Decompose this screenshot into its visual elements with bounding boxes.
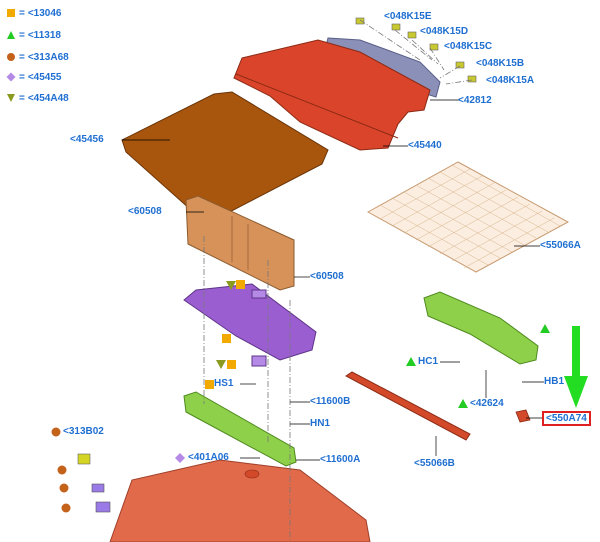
square-marker-icon [227, 360, 236, 369]
diamond-marker-icon [175, 453, 185, 463]
circle-marker-icon [51, 427, 61, 437]
parcel-shelf-part [233, 39, 431, 151]
callout-048k15e[interactable]: <048K15E [384, 11, 432, 22]
cargo-net-mesh [379, 164, 561, 269]
square-marker-icon [236, 280, 245, 289]
legend-row: = <13046 [6, 6, 62, 20]
cargo-net-part [366, 161, 570, 273]
callout-42812[interactable]: <42812 [458, 95, 492, 106]
legend-row: = <11318 [6, 28, 61, 42]
side-beam-part [423, 291, 539, 365]
alignment-lines [203, 19, 473, 540]
bracket-tab [251, 355, 267, 367]
legend-row: = <313A68 [6, 50, 69, 64]
legend-code: <454A48 [27, 92, 69, 104]
legend-code: <313A68 [27, 51, 69, 63]
callout-048k15d[interactable]: <048K15D [420, 26, 469, 37]
floor-pan-part [109, 459, 371, 542]
legend-equals: = [19, 92, 25, 104]
legend-code: <13046 [27, 7, 62, 19]
green-arrow-icon [564, 326, 588, 408]
parcel-shelf-edge [235, 73, 399, 139]
support-bracket-part [183, 283, 317, 361]
circle-marker-icon [59, 483, 69, 493]
square-marker-icon [222, 334, 231, 343]
callout-313b02[interactable]: <313B02 [63, 426, 104, 437]
clip-c [429, 43, 439, 51]
square-marker-icon [205, 380, 214, 389]
callout-42624[interactable]: <42624 [470, 398, 504, 409]
legend-row: = <454A48 [6, 91, 69, 105]
callout-hb1[interactable]: HB1 [544, 376, 565, 387]
callout-048k15c[interactable]: <048K15C [444, 41, 493, 52]
legend-equals: = [19, 51, 25, 63]
callout-45456[interactable]: <45456 [70, 134, 104, 145]
fastener-part [95, 501, 111, 513]
floor-mat-part [121, 91, 329, 219]
fastener-part [77, 453, 91, 465]
clip-top [355, 17, 365, 25]
triangle-up-icon [7, 31, 15, 39]
callout-550a74-highlighted[interactable]: <550A74 [542, 411, 591, 426]
fastener-part [244, 469, 260, 479]
triangle-down-marker-icon [216, 360, 226, 369]
strut-bar-part [345, 371, 471, 441]
callout-45440[interactable]: <45440 [408, 140, 442, 151]
legend-code: <11318 [27, 29, 61, 41]
clip-a [467, 75, 477, 83]
legend-row: = <45455 [6, 70, 62, 84]
callout-55066b[interactable]: <55066B [414, 458, 455, 469]
legend-equals: = [19, 7, 25, 19]
circle-icon [7, 53, 15, 61]
callout-048k15a[interactable]: <048K15A [486, 75, 535, 86]
fastener-part [91, 483, 105, 493]
legend-equals: = [19, 29, 25, 41]
circle-marker-icon [57, 465, 67, 475]
leader-lines [122, 99, 544, 461]
seatback-panel-part [185, 195, 295, 291]
clip-b [455, 61, 465, 69]
callout-hn1[interactable]: HN1 [310, 418, 331, 429]
bracket-tab [251, 289, 267, 299]
triangle-up-marker-icon [458, 399, 468, 408]
circle-marker-icon [61, 503, 71, 513]
clip-group [355, 17, 477, 83]
clip-d [407, 31, 417, 39]
callout-60508-top[interactable]: <60508 [128, 206, 162, 217]
diamond-icon [6, 72, 16, 82]
callout-048k15b[interactable]: <048K15B [476, 58, 525, 69]
callout-hs1[interactable]: HS1 [214, 378, 234, 389]
callout-11600b[interactable]: <11600B [310, 396, 351, 407]
clip-e [391, 23, 401, 31]
callout-55066a[interactable]: <55066A [540, 240, 581, 251]
callout-60508-bottom[interactable]: <60508 [310, 271, 344, 282]
triangle-up-marker-icon [540, 324, 550, 333]
triangle-down-icon [7, 94, 15, 102]
callout-401a06[interactable]: <401A06 [188, 452, 229, 463]
legend-equals: = [19, 71, 25, 83]
triangle-up-marker-icon [406, 357, 416, 366]
triangle-down-marker-icon [226, 281, 236, 290]
legend-code: <45455 [27, 71, 62, 83]
lower-beam-part [183, 391, 297, 467]
callout-hc1[interactable]: HC1 [418, 356, 439, 367]
square-icon [7, 9, 15, 17]
clip-part [515, 409, 531, 423]
callout-11600a[interactable]: <11600A [320, 454, 361, 465]
